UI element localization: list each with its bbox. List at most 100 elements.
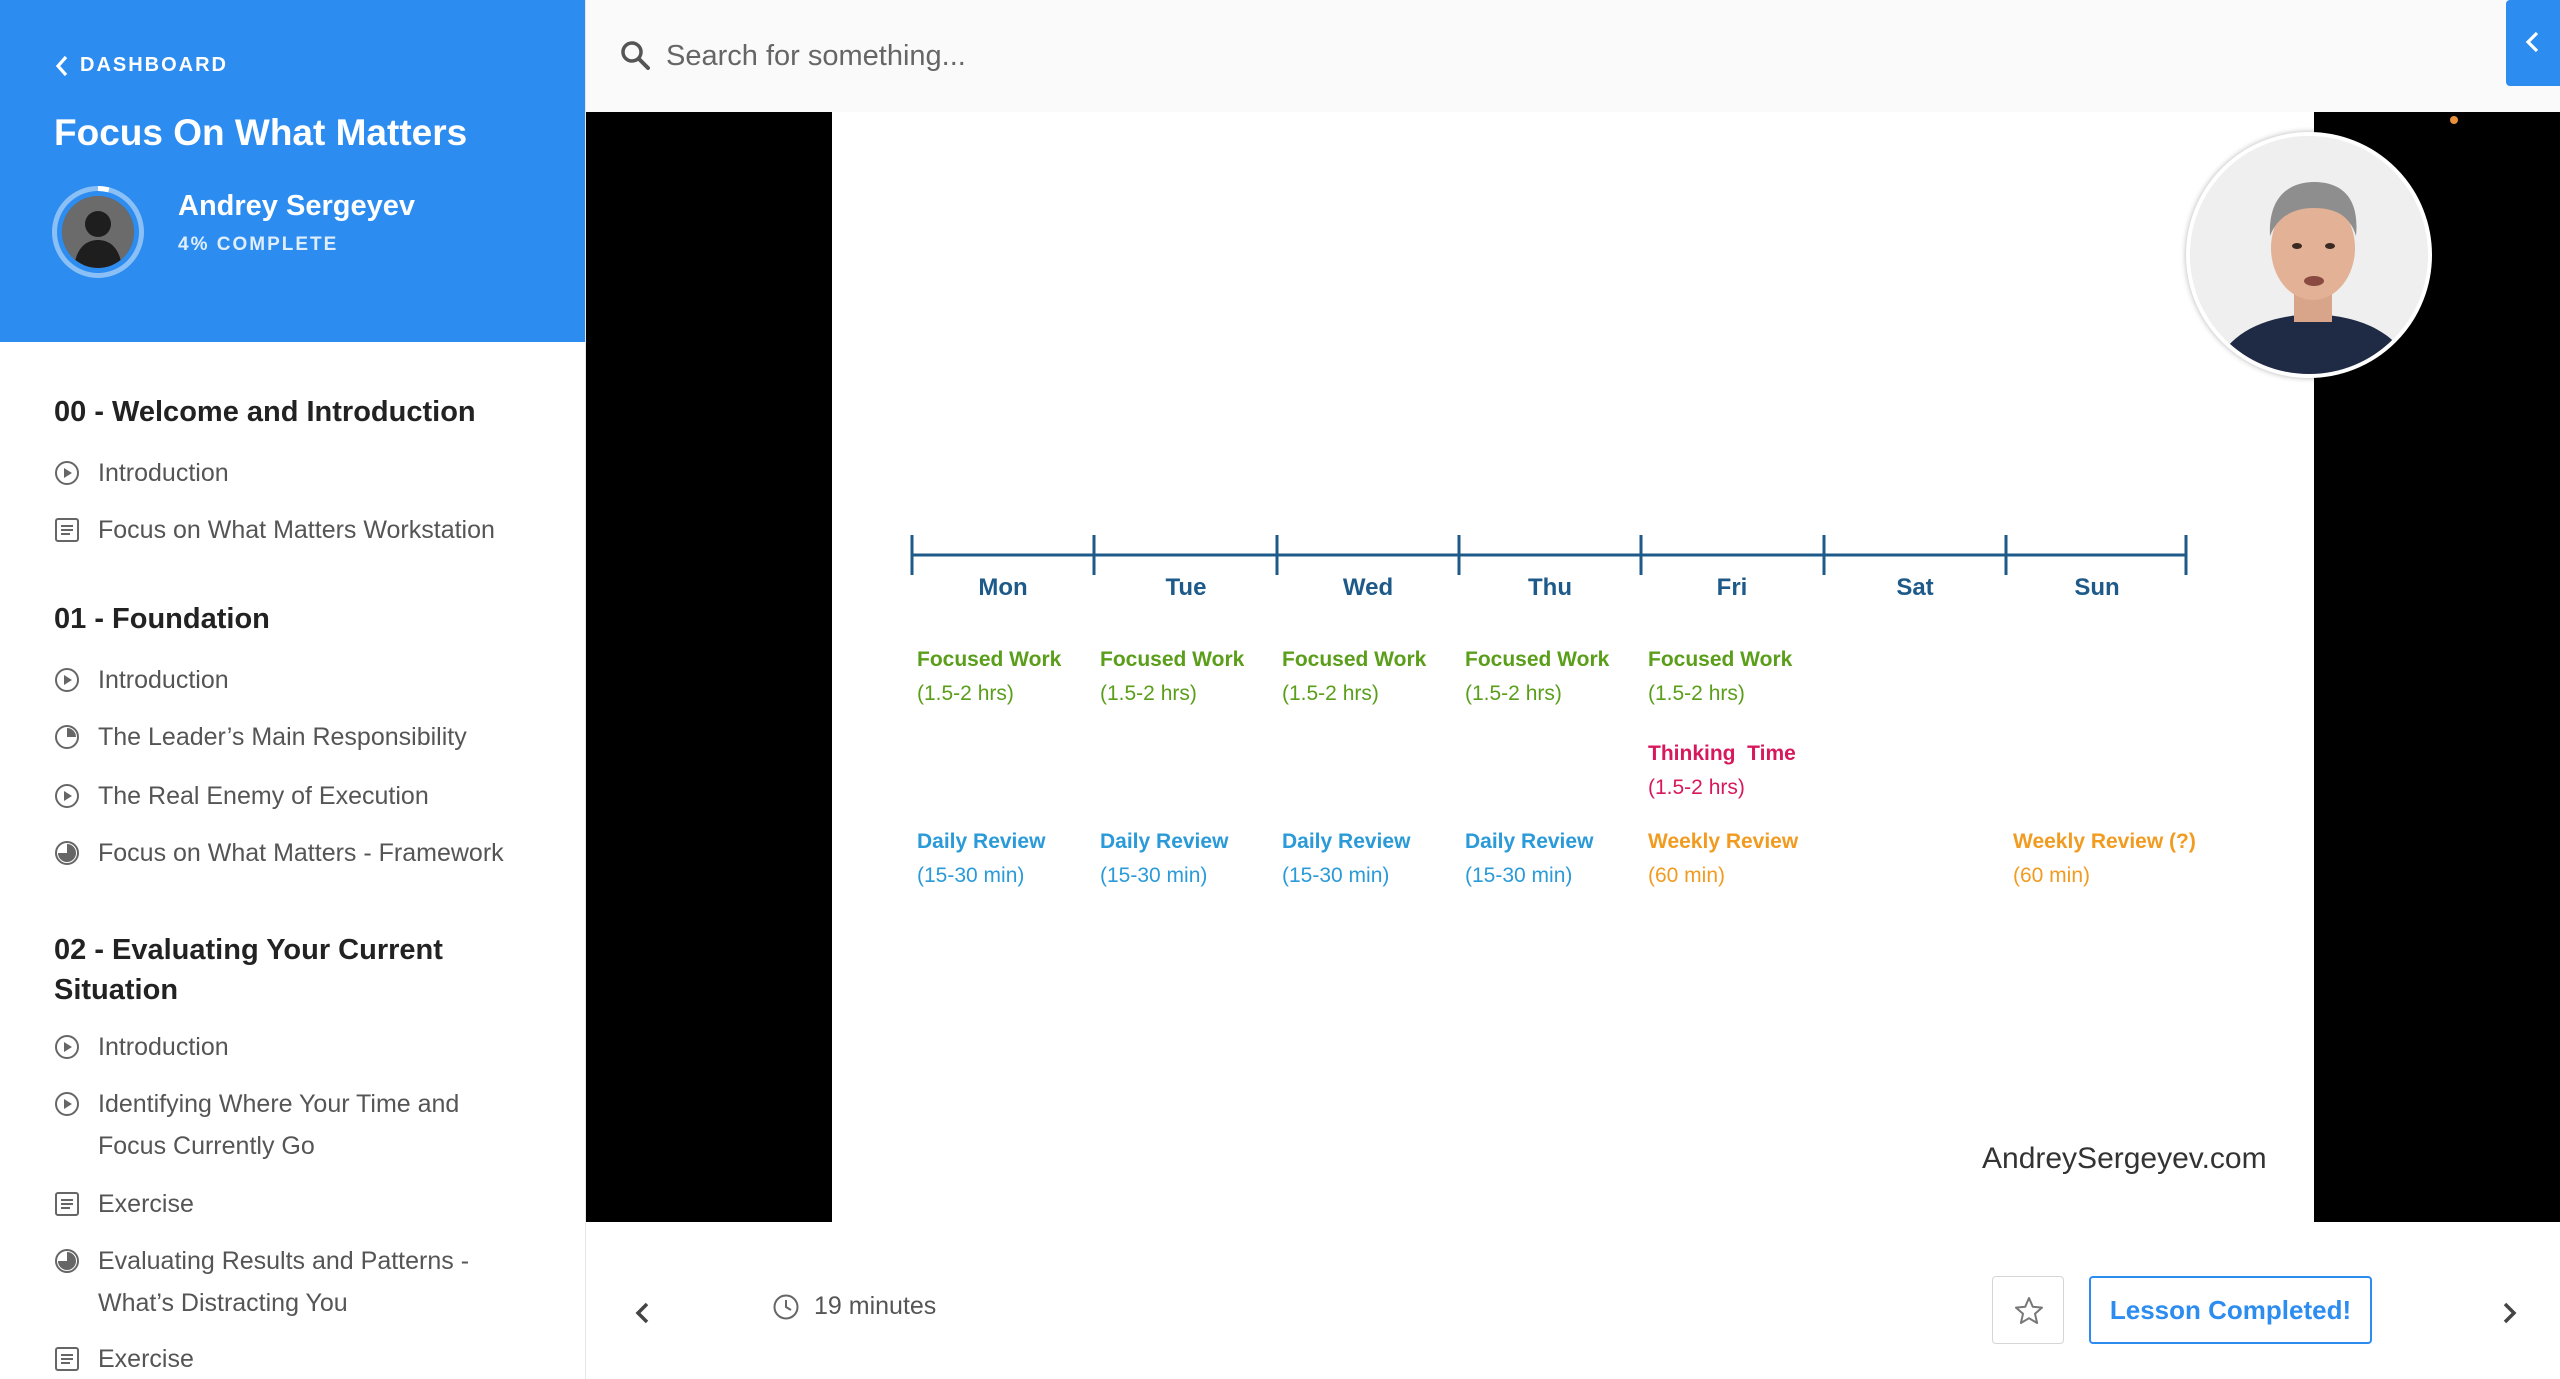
lesson-item[interactable]: The Leader’s Main Responsibility — [54, 722, 548, 758]
cell-title: Focused Work — [917, 648, 1062, 671]
lesson-label: Evaluating Results and Patterns - What’s… — [98, 1247, 470, 1317]
top-bar — [586, 0, 2560, 112]
document-icon — [55, 518, 79, 542]
play-circle-icon — [55, 1035, 79, 1059]
lesson-item[interactable]: Exercise — [54, 1344, 548, 1379]
lesson-label: Introduction — [98, 1033, 229, 1061]
cell-title: Daily Review — [1465, 830, 1594, 853]
section-title: 00 - Welcome and Introduction — [54, 396, 476, 428]
back-to-dashboard-link[interactable]: DASHBOARD — [54, 54, 228, 77]
weekly-review-sun: Weekly Review (?) (60 min) — [2013, 825, 2196, 893]
cell-sub: (1.5-2 hrs) — [1465, 682, 1562, 705]
daily-review-tue: Daily Review (15-30 min) — [1100, 825, 1228, 893]
day-label: Thu — [1528, 574, 1572, 601]
cell-sub: (15-30 min) — [1100, 864, 1208, 887]
play-circle-icon — [55, 461, 79, 485]
cell-sub: (15-30 min) — [1465, 864, 1573, 887]
video-player[interactable]: Mon Tue Wed Thu Fri Sat Sun Focused Work… — [586, 112, 2560, 1222]
daily-review-mon: Daily Review (15-30 min) — [917, 825, 1045, 893]
lesson-label: Focus on What Matters - Framework — [98, 839, 504, 867]
clock-icon — [773, 1294, 799, 1319]
cell-sub: (1.5-2 hrs) — [1648, 776, 1745, 799]
cell-title: Daily Review — [917, 830, 1046, 853]
cell-sub: (1.5-2 hrs) — [1648, 682, 1745, 705]
document-icon — [55, 1347, 79, 1371]
cell-sub: (60 min) — [2013, 864, 2091, 887]
daily-review-wed: Daily Review (15-30 min) — [1282, 825, 1410, 893]
day-label: Mon — [978, 574, 1028, 601]
presenter-webcam — [2186, 132, 2432, 378]
lesson-label: Exercise — [98, 1345, 194, 1373]
play-circle-icon — [55, 668, 79, 692]
cell-sub: (15-30 min) — [1282, 864, 1390, 887]
lesson-item[interactable]: Focus on What Matters Workstation — [54, 515, 548, 551]
lesson-label: The Real Enemy of Execution — [98, 782, 429, 810]
cell-sub: (60 min) — [1648, 864, 1726, 887]
cell-title: Thinking Time — [1648, 742, 1796, 765]
cell-title: Weekly Review (?) — [2013, 830, 2196, 853]
day-label: Sat — [1896, 574, 1934, 601]
week-timeline — [910, 535, 2188, 575]
avatar — [52, 186, 144, 278]
day-label: Tue — [1165, 574, 1207, 601]
lesson-label: Introduction — [98, 666, 229, 694]
day-label: Fri — [1716, 574, 1748, 601]
cell-title: Weekly Review — [1648, 830, 1799, 853]
cell-title: Focused Work — [1100, 648, 1245, 671]
focused-work-fri: Focused Work (1.5-2 hrs) — [1648, 643, 1792, 711]
lesson-footer: 19 minutes Lesson Completed! — [586, 1222, 2560, 1379]
collapse-sidebar-button[interactable] — [2506, 0, 2560, 86]
chevron-left-icon — [55, 55, 68, 76]
lesson-label: Exercise — [98, 1190, 194, 1218]
lesson-item[interactable]: Evaluating Results and Patterns - What’s… — [54, 1246, 498, 1324]
focused-work-wed: Focused Work (1.5-2 hrs) — [1282, 643, 1426, 711]
lesson-completed-button[interactable]: Lesson Completed! — [2089, 1276, 2372, 1344]
document-icon — [55, 1192, 79, 1216]
user-silhouette-icon — [62, 196, 134, 268]
cell-title: Daily Review — [1282, 830, 1411, 853]
focused-work-thu: Focused Work (1.5-2 hrs) — [1465, 643, 1609, 711]
previous-lesson-button[interactable] — [628, 1298, 658, 1328]
lesson-item[interactable]: Exercise — [54, 1189, 548, 1225]
progress-quarter-icon — [55, 725, 79, 749]
daily-review-thu: Daily Review (15-30 min) — [1465, 825, 1593, 893]
lesson-item[interactable]: Introduction — [54, 1032, 548, 1068]
sidebar-header: DASHBOARD Focus On What Matters Andrey S… — [0, 0, 585, 342]
next-lesson-button[interactable] — [2494, 1298, 2524, 1328]
section-title: 02 - Evaluating Your Current Situation — [54, 934, 443, 1006]
lesson-label: Focus on What Matters Workstation — [98, 516, 495, 544]
lesson-item[interactable]: Focus on What Matters - Framework — [54, 838, 548, 874]
lesson-item[interactable]: The Real Enemy of Execution — [54, 781, 548, 817]
video-slide: Mon Tue Wed Thu Fri Sat Sun Focused Work… — [832, 112, 2314, 1222]
play-circle-icon — [55, 1092, 79, 1116]
focused-work-tue: Focused Work (1.5-2 hrs) — [1100, 643, 1244, 711]
user-name: Andrey Sergeyev — [178, 190, 415, 222]
progress-three-quarter-icon — [55, 1249, 79, 1273]
duration-label: 19 minutes — [814, 1292, 937, 1320]
lesson-label: Introduction — [98, 459, 229, 487]
search-input[interactable] — [666, 30, 1566, 82]
thinking-time-fri: Thinking Time (1.5-2 hrs) — [1648, 737, 1796, 805]
cell-title: Focused Work — [1282, 648, 1427, 671]
favorite-button[interactable] — [1992, 1276, 2064, 1344]
day-label: Wed — [1342, 574, 1394, 601]
chevron-left-icon — [2525, 31, 2539, 53]
lesson-item[interactable]: Identifying Where Your Time and Focus Cu… — [54, 1089, 498, 1167]
day-label: Sun — [2074, 574, 2120, 601]
lesson-label: The Leader’s Main Responsibility — [98, 723, 467, 751]
lesson-label: Identifying Where Your Time and Focus Cu… — [98, 1090, 460, 1160]
course-sidebar: DASHBOARD Focus On What Matters Andrey S… — [0, 0, 586, 1379]
cell-title: Focused Work — [1648, 648, 1793, 671]
cell-title: Daily Review — [1100, 830, 1229, 853]
star-icon — [2015, 1297, 2043, 1324]
progress-three-quarter-icon — [55, 841, 79, 865]
watermark: AndreySergeyev.com — [1982, 1142, 2267, 1175]
play-circle-icon — [55, 784, 79, 808]
section-title: 01 - Foundation — [54, 603, 270, 635]
back-link-label: DASHBOARD — [80, 54, 228, 76]
progress-ring — [52, 186, 144, 278]
presenter-image — [2190, 136, 2428, 374]
search-icon — [621, 41, 650, 70]
lesson-item[interactable]: Introduction — [54, 458, 548, 494]
lesson-item[interactable]: Introduction — [54, 665, 548, 701]
